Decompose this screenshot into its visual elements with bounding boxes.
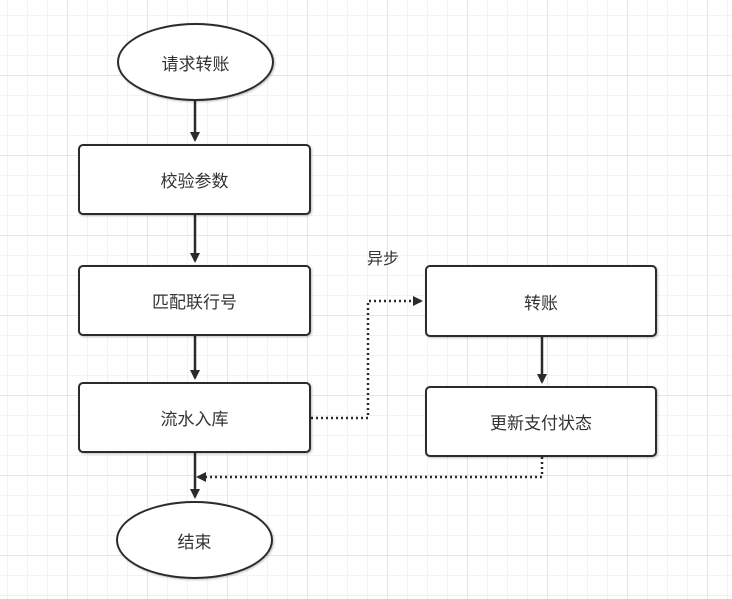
end-node-label: 结束 [177,532,212,553]
update-payment-status-label: 更新支付状态 [490,414,592,434]
validate-params-node: 校验参数 [78,144,311,215]
record-flow-node: 流水入库 [78,382,311,453]
edge-update-to-end-return [196,457,544,482]
start-node-label: 请求转账 [161,54,230,75]
async-edge-label: 异步 [367,245,399,269]
record-flow-label: 流水入库 [160,410,229,430]
validate-params-label: 校验参数 [160,172,229,192]
match-bank-code-label: 匹配联行号 [152,293,237,313]
transfer-label: 转账 [524,293,558,314]
edge-record-to-transfer-async [311,296,423,420]
end-node: 结束 [116,501,273,579]
update-payment-status-node: 更新支付状态 [425,386,657,457]
start-node: 请求转账 [117,23,274,101]
transfer-node: 转账 [425,265,657,337]
async-edge-label-text: 异步 [367,249,400,268]
match-bank-code-node: 匹配联行号 [78,265,311,336]
